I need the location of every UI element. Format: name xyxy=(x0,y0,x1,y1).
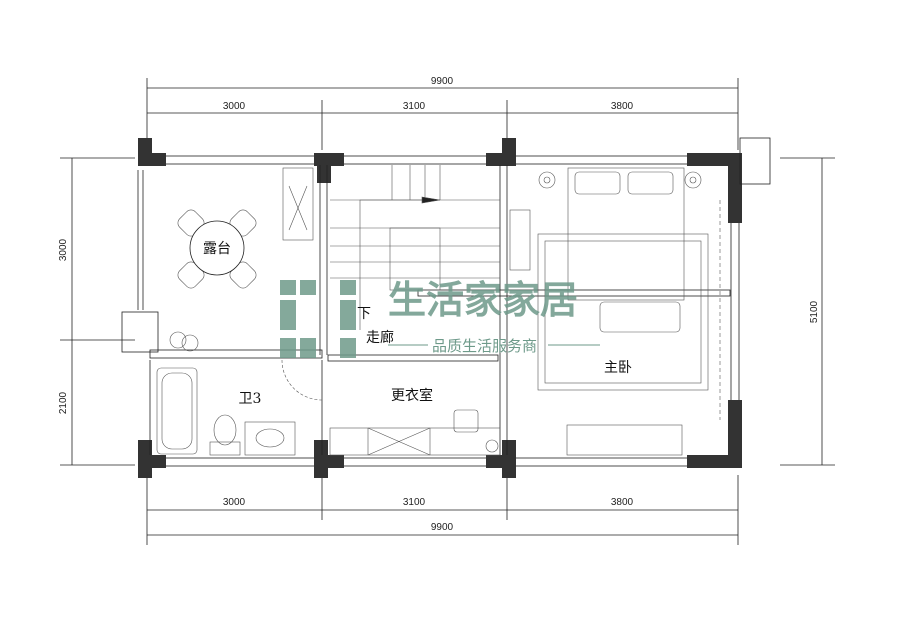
dim-bottom-1: 3000 xyxy=(223,497,246,508)
dim-top-3: 3800 xyxy=(611,101,634,112)
room-label-bathroom: 卫3 xyxy=(239,391,262,407)
plant-icon xyxy=(169,331,187,349)
dim-top-total: 9900 xyxy=(431,76,454,87)
dim-bottom-2: 3100 xyxy=(403,497,426,508)
room-label-master-bedroom: 主卧 xyxy=(604,360,632,376)
dim-top-1: 3000 xyxy=(223,101,246,112)
stair-arrow-icon xyxy=(421,196,441,204)
watermark-subtitle: 品质生活服务商 xyxy=(432,337,537,355)
dim-left-2: 2100 xyxy=(58,391,69,414)
dim-left-1: 3000 xyxy=(58,238,69,261)
terrace-table-set xyxy=(169,209,257,352)
dim-right-total: 5100 xyxy=(809,300,820,323)
room-label-dressing-room: 更衣室 xyxy=(391,387,433,404)
bedroom-furniture xyxy=(509,167,721,456)
room-label-terrace: 露台 xyxy=(203,241,231,257)
watermark-title: 生活家家居 xyxy=(388,278,578,322)
dim-bottom-3: 3800 xyxy=(611,497,634,508)
watermark-logo xyxy=(280,280,356,358)
staircase xyxy=(282,165,500,330)
watermark: 生活家家居 品质生活服务商 xyxy=(280,278,600,358)
stair-down-marker: 下 xyxy=(357,306,371,322)
dimension-lines xyxy=(60,78,835,545)
dim-top-2: 3100 xyxy=(403,101,426,112)
walls xyxy=(121,137,771,478)
dressing-fixtures xyxy=(329,409,501,456)
dim-bottom-total: 9900 xyxy=(431,522,454,533)
bathroom-fixtures xyxy=(156,359,323,456)
room-label-corridor: 走廊 xyxy=(366,329,394,346)
plant-icon xyxy=(181,334,199,352)
